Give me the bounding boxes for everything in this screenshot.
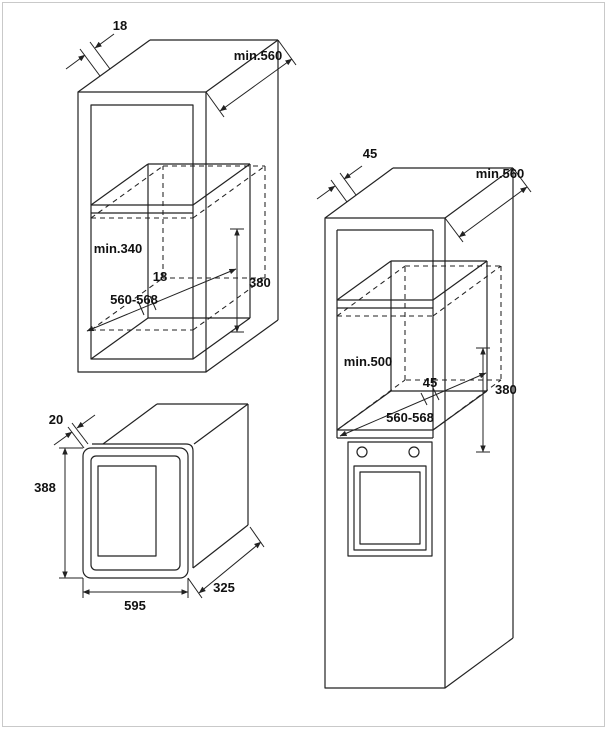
microwave-depth-label: 325: [213, 580, 235, 595]
tall-appliance-height-label: 380: [495, 382, 517, 397]
tall-cabinet-outline: [324, 167, 514, 689]
microwave-frame-depth-label: 20: [49, 412, 63, 427]
tall-cabinet-diagram: 45 min.560 min.500 45 560-568 380: [316, 146, 532, 689]
microwave-width-label: 595: [124, 598, 146, 613]
microwave-dimensions: 20 388 595 325: [34, 412, 265, 613]
oven-door: [353, 465, 427, 551]
wall-niche-height-label: min.340: [94, 241, 142, 256]
tall-panel-thickness-label: 45: [363, 146, 377, 161]
tall-niche-height-label: min.500: [344, 354, 392, 369]
wall-appliance-height-label: 380: [249, 275, 271, 290]
built-in-oven-front: [347, 441, 433, 557]
microwave-height-label: 388: [34, 480, 56, 495]
microwave-diagram: 20 388 595 325: [34, 403, 265, 613]
wall-panel-thickness-label: 18: [113, 18, 127, 33]
wall-depth-min-label: min.560: [234, 48, 282, 63]
oven-door-window: [359, 471, 421, 545]
tall-shelf-offset-label: 45: [423, 375, 437, 390]
wall-cabinet-shelf: [90, 163, 251, 360]
tall-niche-width-label: 560-568: [386, 410, 434, 425]
tall-cabinet-dimensions: 45 min.560 min.500 45 560-568 380: [316, 146, 532, 453]
oven-knob-right: [408, 446, 420, 458]
microwave-door-window: [97, 465, 157, 557]
wall-cabinet-diagram: 18 min.560 min.340 18 560-568 380: [65, 18, 297, 373]
tall-depth-min-label: min.560: [476, 166, 524, 181]
wall-shelf-thickness-label: 18: [153, 269, 167, 284]
microwave-body: [82, 403, 249, 579]
oven-knob-left: [356, 446, 368, 458]
wall-cabinet-outline: [77, 39, 279, 373]
microwave-door: [90, 455, 181, 571]
wall-niche-width-label: 560-568: [110, 292, 158, 307]
wall-cabinet-dimensions: 18 min.560 min.340 18 560-568 380: [65, 18, 297, 333]
